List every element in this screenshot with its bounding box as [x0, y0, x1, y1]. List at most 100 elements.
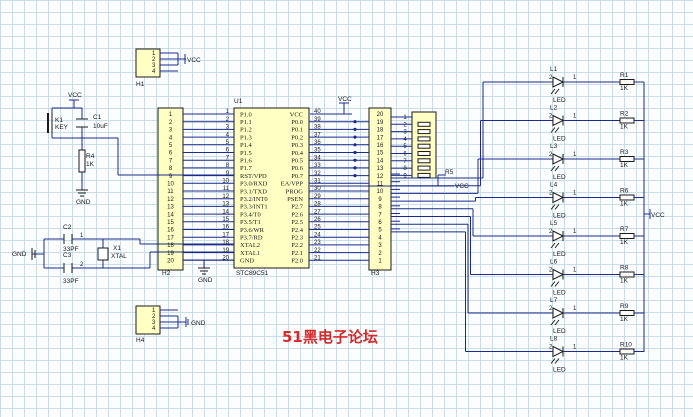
mcu-right-pin-number: 30 — [314, 186, 321, 192]
h4-pin-number: 4 — [152, 326, 156, 332]
led-pin2: 2 — [549, 152, 553, 158]
led-pin1: 1 — [573, 191, 577, 197]
c3-ref: C3 — [63, 252, 72, 259]
mcu-left-pin-number: 14 — [222, 209, 229, 215]
h1-pin-number: 3 — [152, 63, 156, 69]
mcu-gnd-label: GND — [198, 277, 213, 284]
h3-pin-number: 13 — [377, 166, 384, 172]
led-name: LED — [553, 213, 566, 220]
mcu-right-pin-number: 40 — [314, 109, 321, 115]
led-name: LED — [553, 290, 566, 297]
led-ref: L6 — [550, 259, 558, 266]
h1-pin-number: 2 — [152, 57, 156, 63]
led-name: LED — [553, 136, 566, 143]
h2-pin-number: 2 — [169, 120, 173, 126]
led-resistor — [619, 233, 635, 239]
rpack-pin-number: 3 — [403, 130, 407, 136]
mcu-right-pin-name: VCC — [290, 111, 303, 118]
mcu-right-pin-name: P2.4 — [291, 227, 303, 234]
mcu-left-pin-number: 16 — [222, 225, 229, 231]
osc-gnd-label: GND — [12, 251, 27, 258]
led-pin2: 2 — [549, 229, 553, 235]
mcu-left-pin-name: P3.2/INT0 — [240, 196, 268, 203]
led-pin2: 2 — [549, 268, 553, 274]
led-pin1: 1 — [573, 114, 577, 120]
h2-pin-number: 19 — [167, 251, 174, 257]
mcu-right-pin-name: P2.0 — [291, 258, 303, 265]
mcu-left-pin-name: P1.6 — [240, 158, 252, 165]
led-pin2: 2 — [549, 191, 553, 197]
rpack-resistor — [417, 151, 431, 156]
led-name: LED — [553, 174, 566, 181]
junction-dot — [353, 143, 357, 147]
r4-ref: R4 — [86, 153, 95, 160]
mcu-right-pin-name: P0.2 — [291, 134, 303, 141]
c1-value: 10uF — [93, 123, 108, 130]
mcu-left-pin-number: 11 — [223, 186, 230, 192]
mcu-right-pin-number: 24 — [314, 232, 321, 238]
rpack-pin-number: 6 — [403, 152, 407, 158]
h2-pin-number: 3 — [169, 128, 173, 134]
h3-pin-number: 12 — [377, 174, 384, 180]
mcu-right-pin-number: 31 — [314, 179, 321, 185]
top-vcc-label: VCC — [338, 96, 352, 103]
mcu-left-pin-number: 17 — [222, 232, 229, 238]
led-pin2: 2 — [549, 75, 553, 81]
mcu-left-pin-name: GND — [240, 258, 254, 265]
led-pin1: 1 — [573, 268, 577, 274]
key-name: KEY — [55, 124, 69, 131]
h1-ref: H1 — [136, 81, 145, 88]
rpack-pin-number: 4 — [403, 137, 407, 143]
led-ref: L1 — [550, 66, 558, 73]
rpack-resistor — [417, 158, 431, 164]
led-resistor — [619, 117, 635, 124]
led-ref: L4 — [550, 182, 558, 189]
led-ref: L3 — [550, 143, 558, 150]
h2-pin-number: 5 — [169, 143, 173, 149]
mcu-left-pin-name: P3.7/RD — [240, 235, 263, 242]
rpack-pin-number: 2 — [403, 122, 407, 128]
mcu-ref: U1 — [234, 98, 243, 105]
mcu-right-pin-number: 22 — [314, 248, 321, 254]
rpack-ref: R5 — [445, 169, 454, 176]
led-symbol — [552, 191, 565, 204]
h3-pin-number: 8 — [378, 205, 382, 211]
mcu-right-pin-name: P0.5 — [291, 158, 303, 165]
mcu-left-pin-name: P1.1 — [240, 119, 252, 126]
h2-pin-number: 6 — [169, 151, 173, 157]
rpack-pin-number: 5 — [403, 144, 407, 150]
mcu-right-pin-name: PROG — [286, 188, 304, 195]
mcu-left-pin-number: 8 — [226, 163, 230, 169]
h3-pin-number: 18 — [377, 128, 384, 134]
c3-pin-number: 2 — [80, 262, 84, 268]
watermark-text: 51黑电子论坛 — [282, 326, 378, 347]
mcu-right-pin-number: 33 — [314, 163, 321, 169]
junction-dot — [353, 120, 357, 124]
mcu-left-pin-name: P3.6/WR — [240, 227, 265, 234]
header-h4-body — [135, 305, 161, 335]
h4-ref: H4 — [136, 337, 145, 344]
mcu-left-pin-number: 4 — [226, 132, 230, 138]
c2-value: 33PF — [63, 246, 79, 253]
h3-pin-number: 9 — [378, 197, 382, 203]
mcu-right-pin-number: 38 — [314, 125, 321, 131]
mcu-left-pin-name: P1.3 — [240, 134, 252, 141]
h1-pin-number: 4 — [152, 69, 156, 75]
mcu-right-pin-name: P0.4 — [291, 150, 303, 157]
mcu-part-name: STC89C51 — [236, 270, 269, 277]
reset-gnd-label: GND — [76, 199, 91, 206]
led-name: LED — [553, 251, 566, 258]
x1-value: XTAL — [111, 253, 127, 260]
mcu-left-pin-number: 20 — [222, 256, 229, 262]
rpack-pin-number: 1 — [403, 115, 407, 121]
key-ref: K1 — [55, 117, 63, 124]
mcu-left-pin-name: P1.5 — [240, 150, 252, 157]
forum-watermark: 51黑电子论坛 — [282, 328, 378, 346]
led-vcc-label: VCC — [651, 212, 665, 219]
mcu-body — [233, 107, 310, 269]
mcu-left-pin-name: P1.2 — [240, 127, 252, 134]
mcu-right-pin-number: 35 — [314, 148, 321, 154]
mcu-right-pin-name: P0.3 — [291, 142, 303, 149]
rpack-pin-number: 7 — [403, 159, 407, 165]
